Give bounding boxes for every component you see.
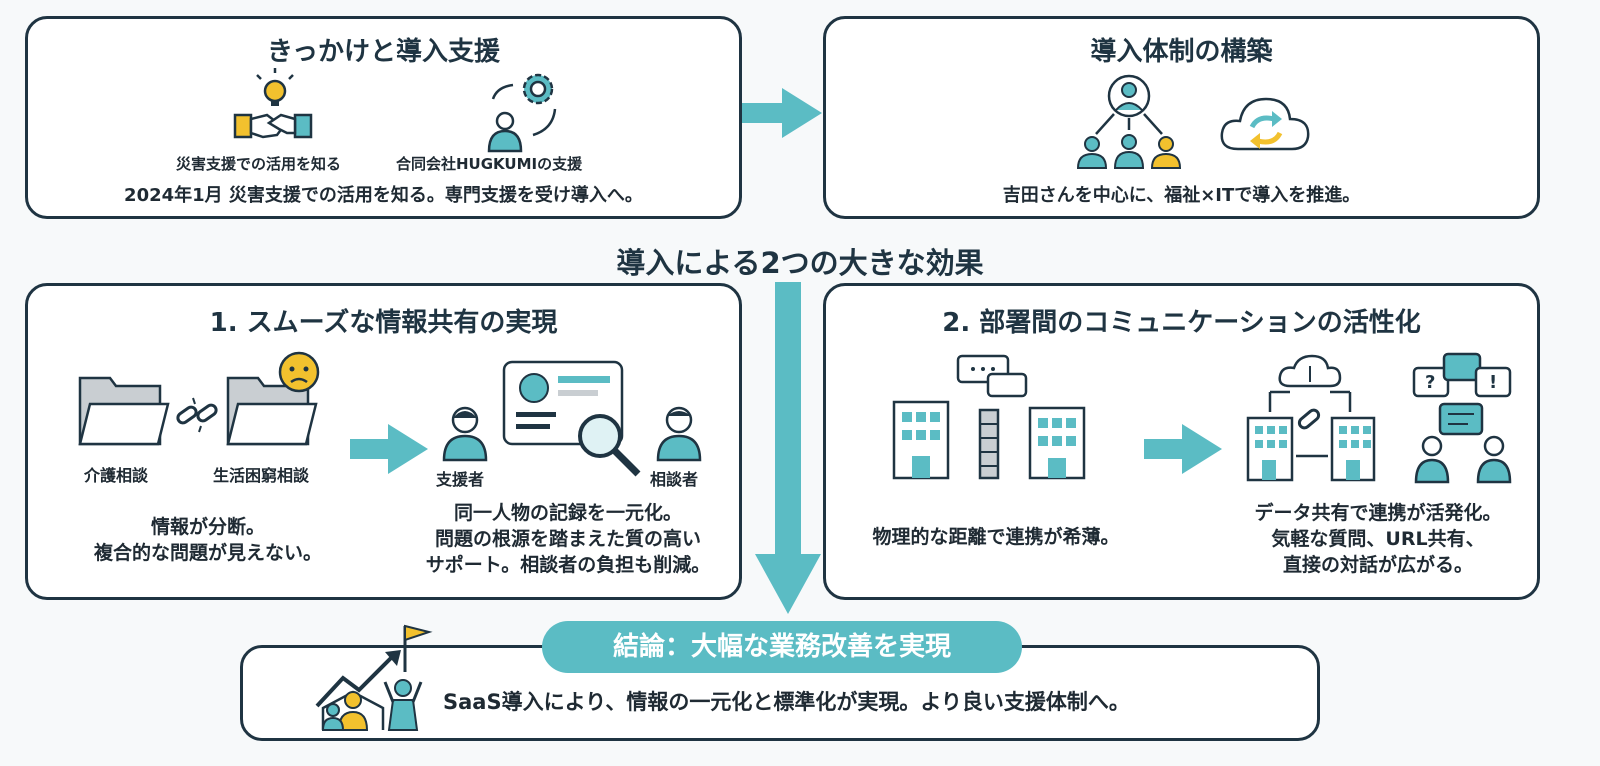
trigger-support-title: きっかけと導入支援	[267, 37, 500, 67]
effect-1-title: 1. スムーズな情報共有の実現	[209, 308, 558, 338]
chat-people-icon: ? !	[1412, 352, 1512, 484]
svg-text:!: !	[1489, 372, 1497, 393]
effect-2-after-line-1: データ共有で連携が活発化。	[1254, 502, 1502, 524]
effect-2-title: 2. 部署間のコミュニケーションの活性化	[942, 308, 1421, 338]
growth-team-icon	[315, 624, 433, 731]
broken-link-icon	[176, 397, 218, 433]
effect-communication-box: 2. 部署間のコミュニケーションの活性化 物理的な距離で連携が希薄。	[823, 283, 1540, 600]
trigger-label-disaster: 災害支援での活用を知る	[176, 155, 342, 173]
conclusion-label: 結論：大幅な業務改善を実現	[542, 621, 1022, 673]
effect-2-after-line-3: 直接の対話が広がる。	[1282, 554, 1473, 576]
effect-info-sharing-box: 1. スムーズな情報共有の実現 介護相談 生活困窮相談 情報が分断。 複合的な問…	[25, 283, 742, 600]
right-arrow-icon	[1144, 424, 1222, 474]
folder-label-care: 介護相談	[84, 466, 149, 485]
person-gear-icon	[487, 73, 557, 153]
handshake-lightbulb-icon	[233, 68, 313, 139]
structure-summary: 吉田さんを中心に、福祉×ITで導入を推進。	[1002, 185, 1361, 206]
effect-1-before-line-2: 複合的な問題が見えない。	[93, 542, 322, 564]
worried-face-icon	[278, 351, 320, 393]
conclusion-text: SaaS導入により、情報の一元化と標準化が実現。より良い支援体制へ。	[443, 690, 1130, 714]
supporter-icon	[442, 406, 488, 462]
right-arrow-icon	[350, 424, 428, 474]
client-icon	[656, 406, 702, 462]
effect-2-after-line-2: 気軽な質問、URL共有、	[1271, 528, 1485, 550]
center-heading: 導入による2つの大きな効果	[616, 246, 984, 280]
right-arrow-icon	[742, 88, 822, 138]
client-label: 相談者	[650, 470, 699, 489]
structure-box: 導入体制の構築 吉田さんを中心に、福祉×ITで導入を推進。	[823, 16, 1540, 219]
effect-1-after-line-2: 問題の根源を踏まえた質の高い	[434, 528, 701, 550]
effect-1-after-line-3: サポート。相談者の負担も削減。	[425, 554, 711, 576]
trigger-support-box: きっかけと導入支援 災害支援での活用を知る 合同会社HUGKUMIの支援 202…	[25, 16, 742, 219]
cloud-sync-icon	[1220, 97, 1310, 151]
folder-label-poverty: 生活困窮相談	[213, 466, 310, 485]
folder-icon	[78, 376, 170, 446]
effect-1-before-line-1: 情報が分断。	[150, 516, 265, 538]
svg-text:?: ?	[1425, 372, 1435, 393]
effect-1-after-line-1: 同一人物の記録を一元化。	[453, 502, 682, 524]
effect-2-before: 物理的な距離で連携が希薄。	[872, 526, 1120, 548]
supporter-label: 支援者	[436, 470, 485, 489]
down-arrow-icon	[755, 282, 821, 614]
profile-card-search-icon	[502, 360, 641, 477]
trigger-summary: 2024年1月 災害支援での活用を知る。専門支援を受け導入へ。	[124, 185, 643, 206]
separated-buildings-icon	[892, 354, 1086, 480]
team-leader-icon	[1076, 74, 1182, 169]
connected-buildings-cloud-icon	[1246, 354, 1376, 482]
folder-icon	[226, 376, 318, 446]
trigger-label-hugkumi: 合同会社HUGKUMIの支援	[396, 155, 583, 173]
structure-title: 導入体制の構築	[1090, 37, 1273, 67]
